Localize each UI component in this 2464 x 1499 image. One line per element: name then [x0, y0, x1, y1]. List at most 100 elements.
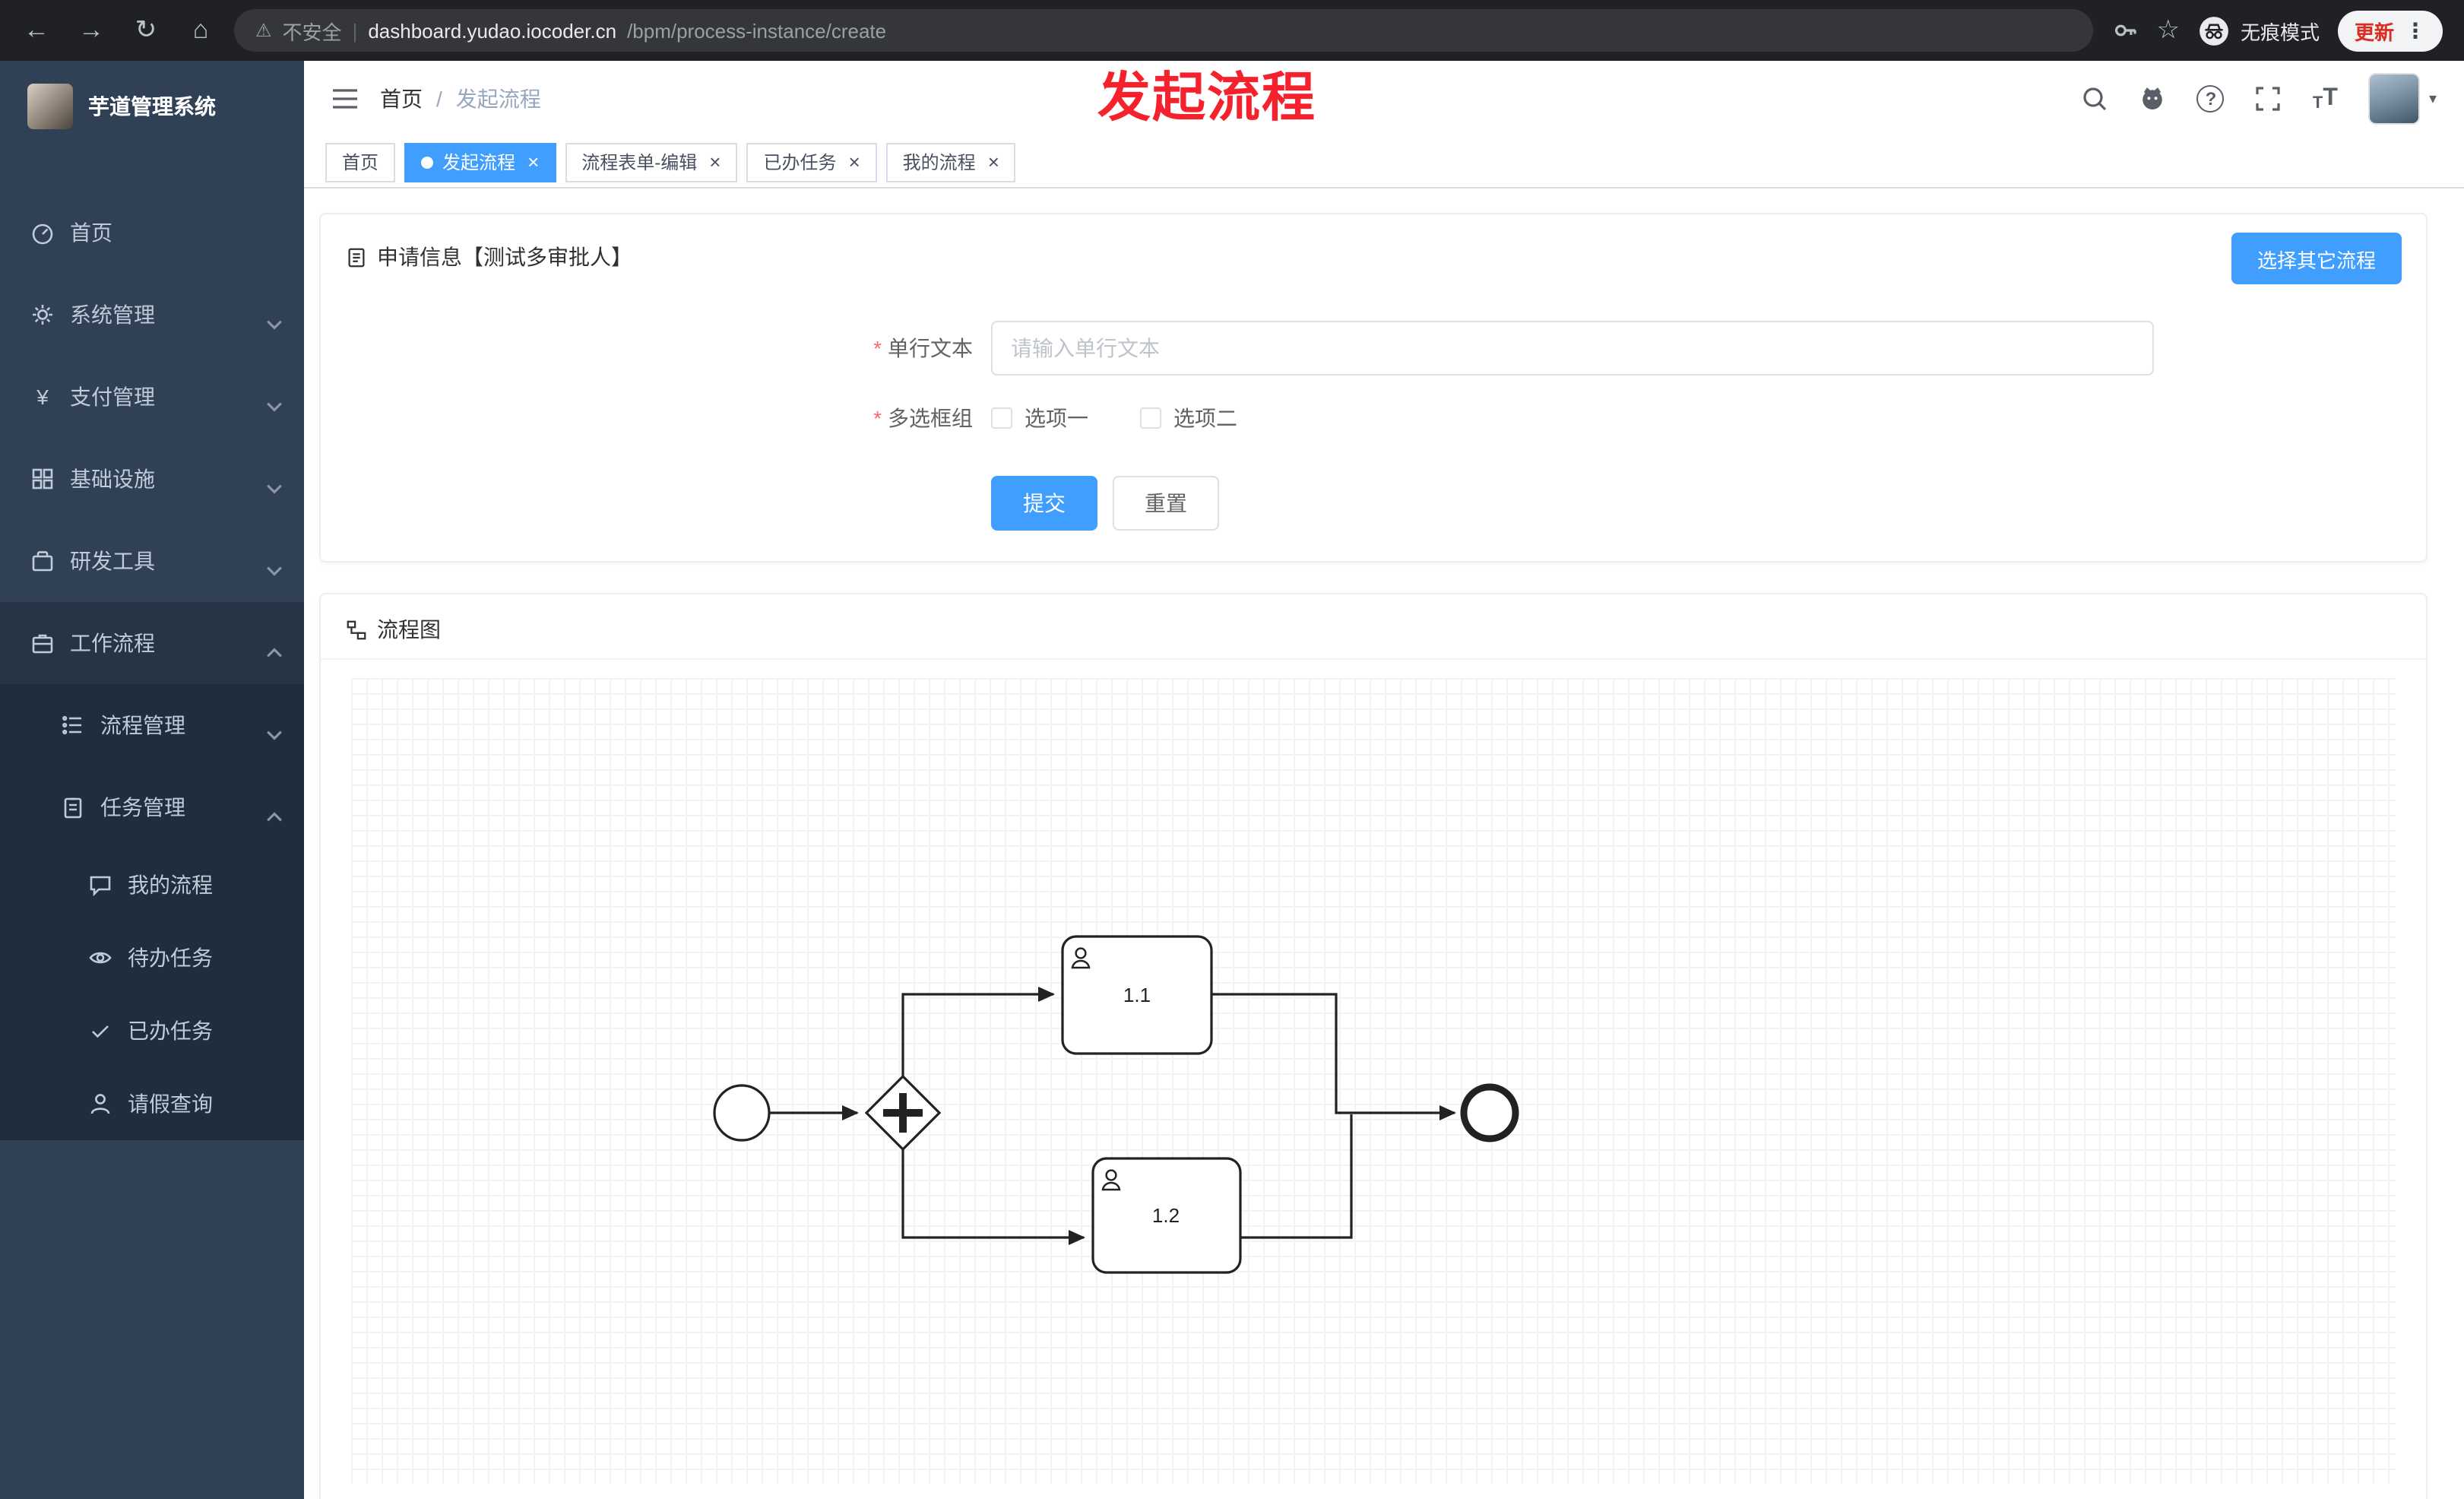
check-icon [88, 1019, 112, 1043]
sidebar-item-infrastructure[interactable]: 基础设施 [0, 438, 304, 520]
reload-button[interactable]: ↻ [135, 15, 157, 44]
sidebar-item-system[interactable]: 系统管理 [0, 274, 304, 356]
text-field-label: *单行文本 [873, 336, 973, 360]
checkbox-label: 选项一 [1025, 406, 1088, 430]
breadcrumb-current: 发起流程 [455, 87, 541, 111]
address-separator: | [352, 19, 358, 42]
browser-toolbar: ← → ↻ ⌂ ⚠ 不安全 | dashboard.yudao.iocoder.… [0, 0, 2464, 61]
browser-actions: ☆ 无痕模式 更新 ⋮ [2105, 10, 2449, 51]
checkbox-label: 选项二 [1173, 406, 1237, 430]
browser-update-button[interactable]: 更新 ⋮ [2337, 10, 2443, 51]
sidebar-item-devtools[interactable]: 研发工具 [0, 520, 304, 602]
chevron-up-icon [266, 802, 283, 821]
sidebar: 芋道管理系统 首页 系统管理 ¥ 支付管理 [0, 61, 304, 1499]
sidebar-item-my-process[interactable]: 我的流程 [0, 848, 304, 921]
sidebar-item-done-tasks[interactable]: 已办任务 [0, 994, 304, 1067]
bpmn-user-task-2: 1.2 [1091, 1157, 1242, 1274]
incognito-icon [2200, 16, 2228, 45]
tab-home[interactable]: 首页 [325, 142, 396, 182]
help-icon[interactable]: ? [2196, 85, 2225, 113]
tab-close-icon[interactable]: × [709, 151, 721, 173]
tab-my-process[interactable]: 我的流程 × [885, 142, 1016, 182]
chevron-down-icon [266, 391, 283, 411]
sidebar-item-home[interactable]: 首页 [0, 192, 304, 274]
bpmn-parallel-gateway [864, 1074, 942, 1152]
person-icon [88, 1092, 112, 1116]
address-bar[interactable]: ⚠ 不安全 | dashboard.yudao.iocoder.cn/bpm/p… [234, 9, 2093, 52]
tab-initiate-process[interactable]: 发起流程 × [404, 142, 556, 182]
required-mark: * [873, 406, 882, 430]
checkbox-icon[interactable] [991, 407, 1012, 429]
user-task-icon [1071, 947, 1091, 969]
task-label: 1.2 [1152, 1204, 1180, 1227]
sidebar-item-label: 系统管理 [70, 303, 155, 327]
tab-close-icon[interactable]: × [848, 151, 860, 173]
active-tab-dot [421, 156, 434, 168]
breadcrumb-home[interactable]: 首页 [380, 87, 423, 111]
submit-button[interactable]: 提交 [991, 476, 1097, 531]
tab-label: 首页 [342, 152, 379, 173]
sidebar-item-label: 支付管理 [70, 385, 155, 409]
flow-gateway-to-task2 [901, 1149, 1085, 1245]
sidebar-item-task-management[interactable]: 任务管理 [0, 766, 304, 848]
briefcase-icon [30, 631, 55, 655]
user-avatar-menu[interactable]: ▾ [2367, 73, 2437, 125]
plus-icon [883, 1093, 923, 1133]
select-other-process-button[interactable]: 选择其它流程 [2231, 233, 2402, 284]
back-button[interactable]: ← [24, 15, 49, 44]
reset-button[interactable]: 重置 [1113, 476, 1219, 531]
bookmark-star-icon[interactable]: ☆ [2156, 15, 2180, 44]
sidebar-item-leave-query[interactable]: 请假查询 [0, 1067, 304, 1140]
single-line-text-input[interactable] [991, 321, 2154, 376]
task-label: 1.1 [1123, 984, 1151, 1006]
forward-button[interactable]: → [78, 15, 104, 44]
sidebar-item-workflow[interactable]: 工作流程 [0, 602, 304, 684]
toolbox-icon [30, 549, 55, 573]
sidebar-item-label: 我的流程 [128, 873, 213, 897]
sidebar-item-label: 已办任务 [128, 1019, 213, 1043]
bpmn-canvas[interactable]: 1.1 1.2 [351, 678, 2396, 1484]
bpmn-user-task-1: 1.1 [1061, 935, 1213, 1055]
checkbox-option-2[interactable]: 选项二 [1140, 403, 1237, 433]
home-button[interactable]: ⌂ [192, 15, 209, 44]
search-icon[interactable] [2082, 85, 2109, 113]
sidebar-item-todo-tasks[interactable]: 待办任务 [0, 921, 304, 994]
checkbox-group-label: *多选框组 [873, 406, 973, 430]
diagram-card-title: 流程图 [321, 594, 2426, 660]
breadcrumb: 首页 / 发起流程 [380, 84, 541, 114]
sidebar-item-process-management[interactable]: 流程管理 [0, 684, 304, 766]
password-key-icon[interactable] [2111, 17, 2138, 44]
incognito-label: 无痕模式 [2240, 21, 2320, 43]
update-label: 更新 [2354, 21, 2394, 43]
bpmn-start-event [713, 1084, 771, 1142]
sidebar-item-payment[interactable]: ¥ 支付管理 [0, 356, 304, 438]
clipboard-icon [61, 795, 85, 819]
tab-label: 我的流程 [902, 152, 976, 173]
bpmn-end-event [1460, 1083, 1519, 1142]
tab-close-icon[interactable]: × [987, 151, 999, 173]
tab-label: 已办任务 [763, 152, 837, 173]
flow-task1-to-end [1211, 993, 1456, 1120]
workflow-submenu: 流程管理 任务管理 我的流程 待办任务 [0, 684, 304, 1140]
tab-label: 流程表单-编辑 [581, 152, 698, 173]
tab-process-form-edit[interactable]: 流程表单-编辑 × [565, 142, 738, 182]
tab-close-icon[interactable]: × [527, 151, 540, 173]
page-content: 申请信息【测试多审批人】 选择其它流程 *单行文本 [304, 189, 2464, 1499]
sidebar-menu: 首页 系统管理 ¥ 支付管理 基础设施 [0, 152, 304, 1140]
github-icon[interactable] [2139, 85, 2167, 113]
checkbox-icon[interactable] [1140, 407, 1161, 429]
grid-icon [30, 467, 55, 491]
checkbox-option-1[interactable]: 选项一 [991, 403, 1088, 433]
diagram-icon [347, 620, 366, 639]
chevron-down-icon [266, 556, 283, 575]
url-domain: dashboard.yudao.iocoder.cn [368, 19, 617, 42]
fullscreen-icon[interactable] [2255, 85, 2282, 113]
process-diagram-card: 流程图 [319, 593, 2428, 1499]
menu-fold-icon[interactable] [331, 85, 359, 113]
application-info-card: 申请信息【测试多审批人】 选择其它流程 *单行文本 [319, 213, 2428, 563]
browser-menu-icon[interactable]: ⋮ [2405, 17, 2426, 42]
tab-done-tasks[interactable]: 已办任务 × [746, 142, 877, 182]
process-form: *单行文本 *多选框组 选项一 [321, 321, 2426, 561]
